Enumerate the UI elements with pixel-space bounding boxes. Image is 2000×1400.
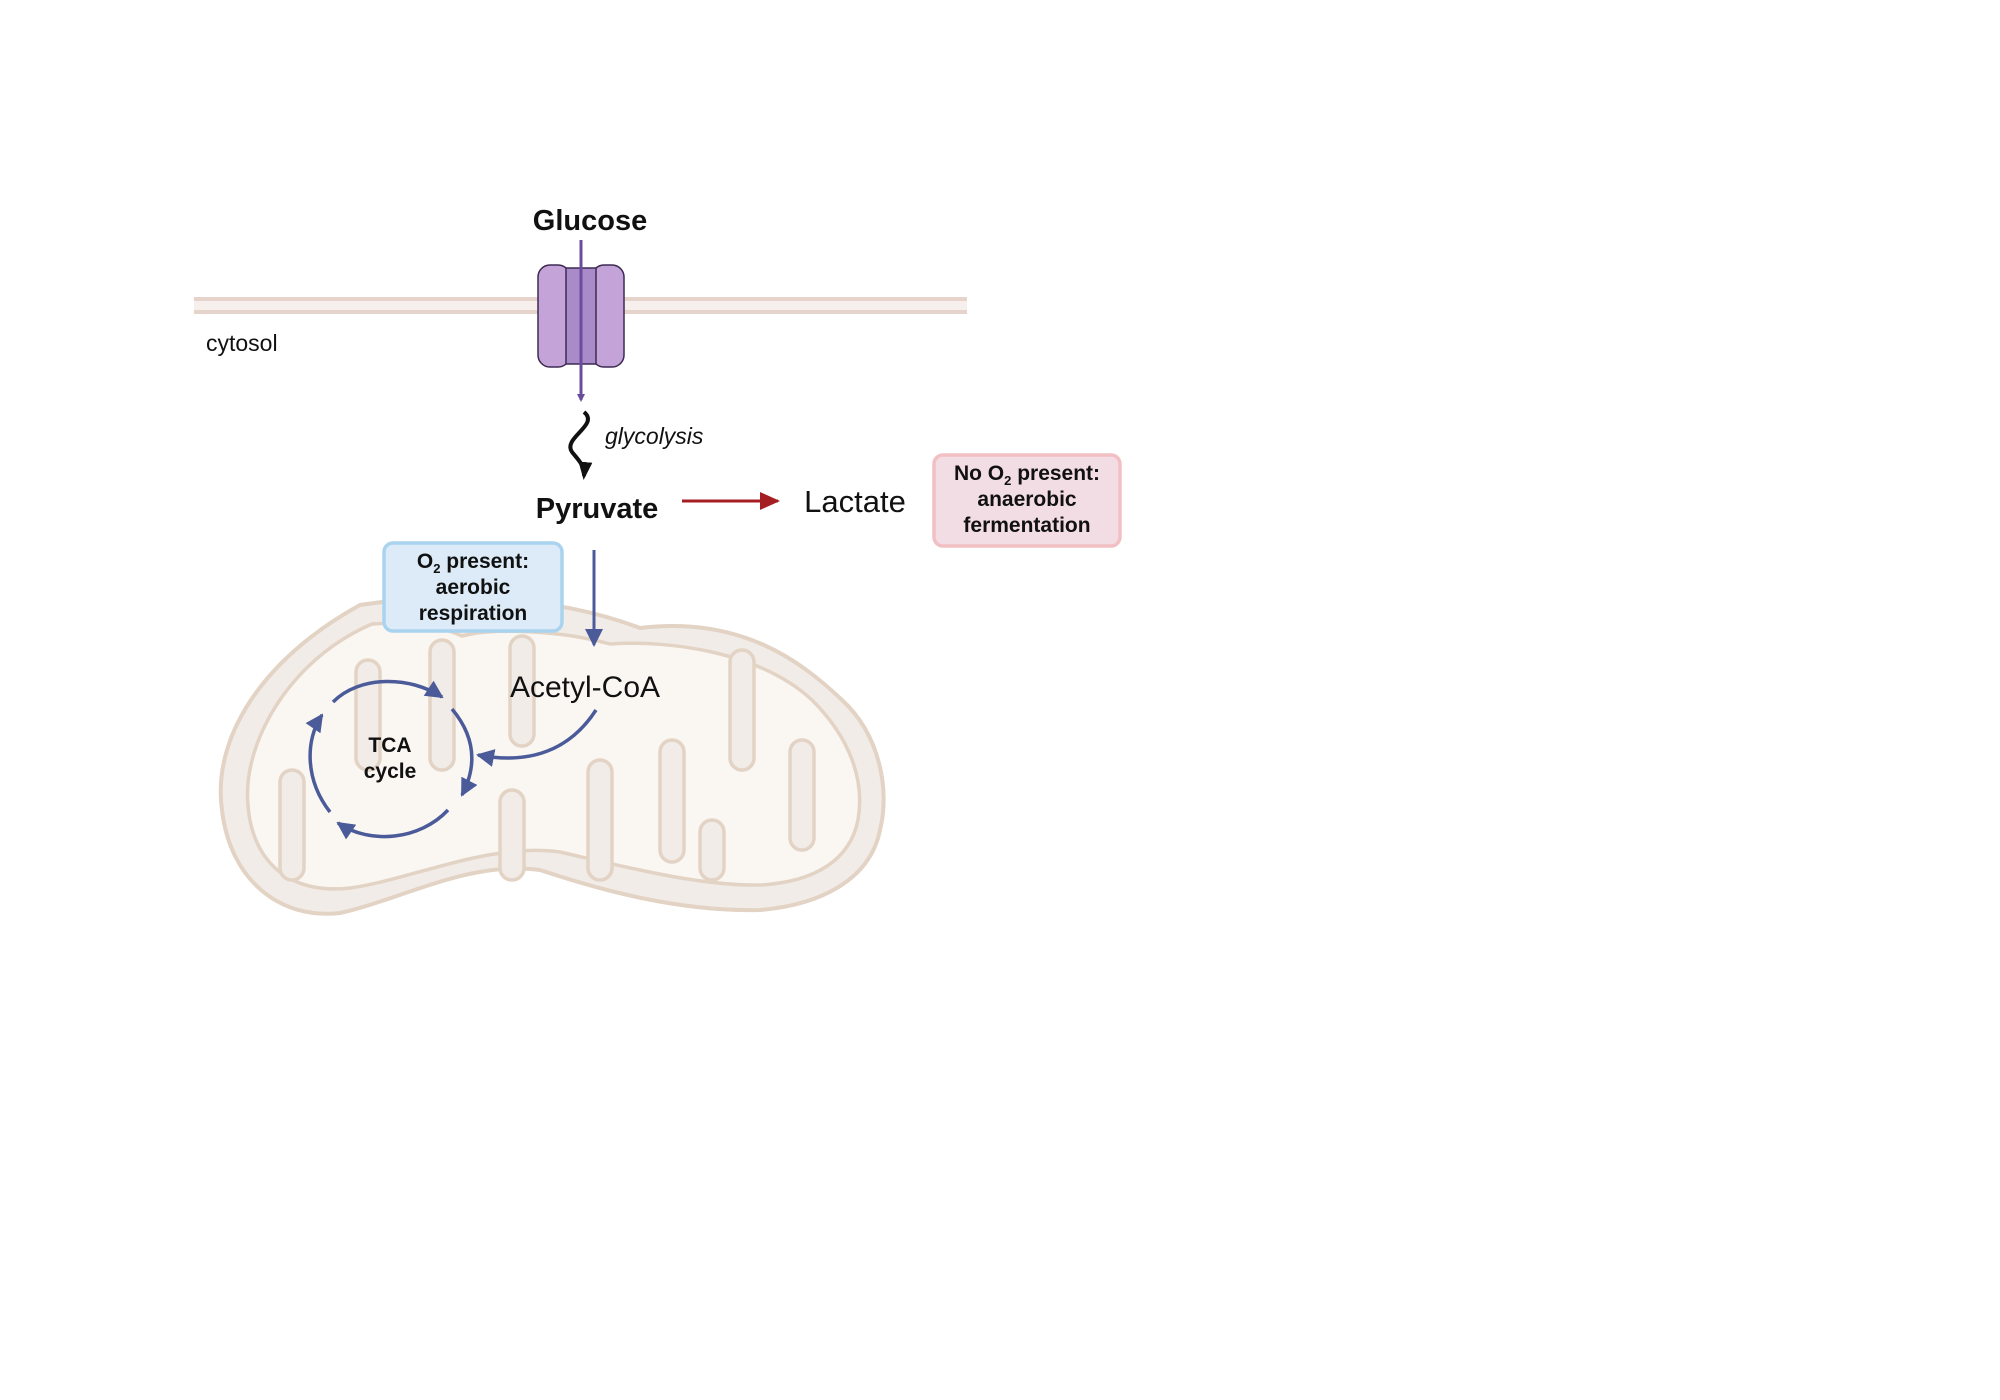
aerobic-box-line2: aerobic <box>436 576 511 599</box>
lactate-label: Lactate <box>804 484 906 519</box>
glucose-label: Glucose <box>533 205 647 237</box>
glycolysis-arrow <box>568 410 593 480</box>
aerobic-box-line1: O2 present: <box>417 550 529 576</box>
tca-cycle-label-line1: TCA <box>368 734 411 757</box>
anaerobic-fermentation-box: No O2 present: anaerobic fermentation <box>932 453 1122 548</box>
tca-cycle-label-line2: cycle <box>364 760 417 783</box>
aerobic-respiration-box: O2 present: aerobic respiration <box>382 541 564 633</box>
pyruvate-label: Pyruvate <box>536 493 659 525</box>
aerobic-box-line3: respiration <box>419 602 528 625</box>
cytosol-label: cytosol <box>206 330 278 356</box>
tca-cycle-arrows <box>305 679 478 840</box>
glycolysis-label: glycolysis <box>605 423 704 449</box>
acetyl-coa-label: Acetyl-CoA <box>510 671 660 704</box>
anaerobic-box-line2: anaerobic <box>977 488 1077 511</box>
mitochondrion <box>218 595 886 916</box>
acetyl-coa-to-tca-arrow <box>476 709 598 767</box>
anaerobic-box-line1: No O2 present: <box>954 462 1100 488</box>
anaerobic-box-line3: fermentation <box>963 514 1090 537</box>
